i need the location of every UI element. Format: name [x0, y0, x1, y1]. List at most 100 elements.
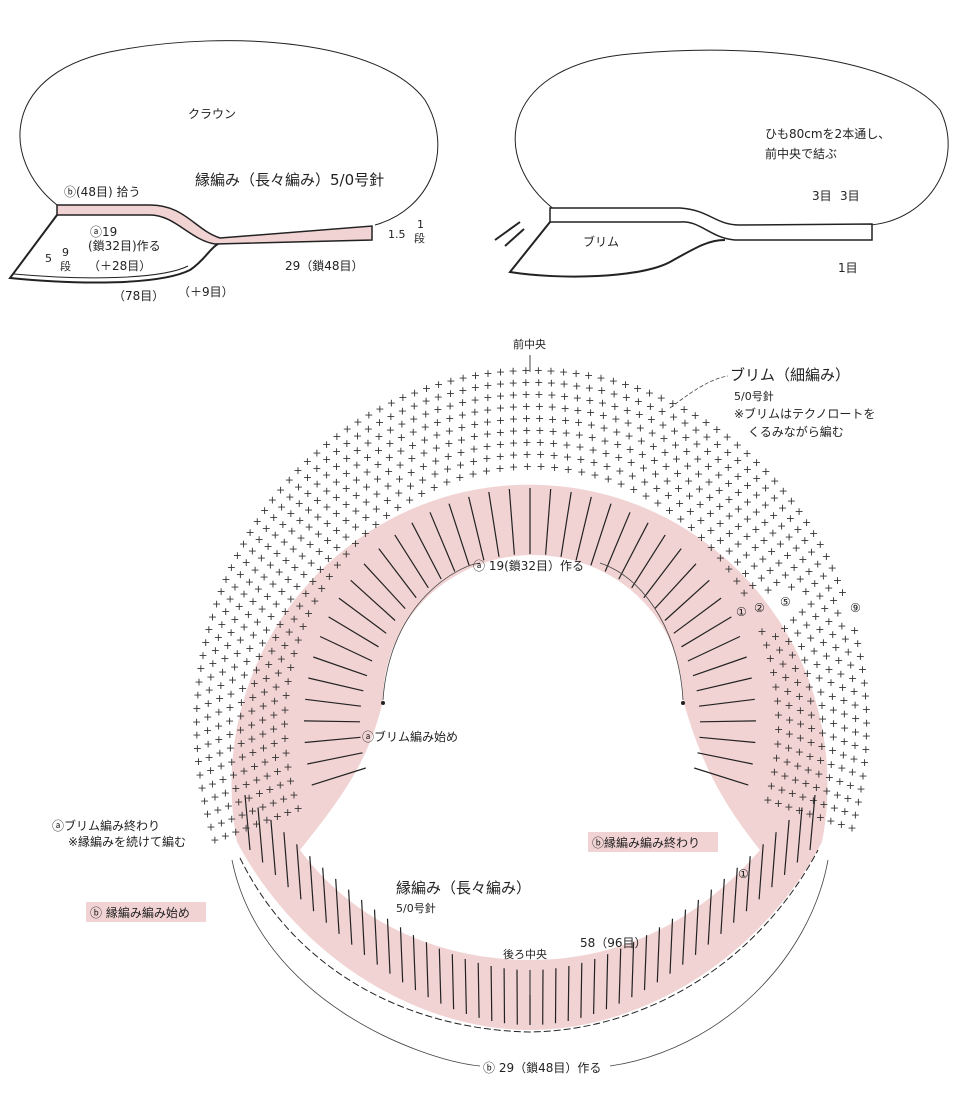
tr-stitch: [386, 918, 391, 974]
sc-stitch: +: [665, 504, 674, 517]
sc-stitch: +: [509, 437, 518, 450]
sc-stitch: +: [273, 810, 282, 823]
sc-stitch: +: [364, 423, 373, 436]
sc-stitch: +: [752, 489, 761, 502]
sc-stitch: +: [815, 623, 824, 636]
tr-stitch: [809, 794, 816, 851]
tr-stitch: [490, 965, 493, 1022]
sc-stitch: +: [788, 787, 797, 800]
sc-stitch: +: [225, 701, 234, 714]
sc-stitch: +: [840, 805, 849, 818]
sc-stitch: +: [600, 422, 609, 435]
stitch-chart: ++++++++++++++++++++++++++++++++++++++++…: [52, 337, 875, 1075]
sc-stitch: +: [421, 408, 430, 421]
sc-stitch: +: [773, 737, 782, 750]
sc-stitch: +: [434, 378, 443, 391]
sc-stitch: +: [706, 507, 715, 520]
brim-outline: [8, 214, 219, 284]
sc-stitch: +: [238, 809, 247, 822]
sc-stitch: +: [761, 465, 770, 478]
sc-stitch: +: [840, 735, 849, 748]
sc-stitch: +: [253, 616, 262, 629]
sc-stitch: +: [397, 418, 406, 431]
sc-stitch: +: [217, 618, 226, 631]
sc-stitch: +: [815, 590, 824, 603]
sc-stitch: +: [781, 568, 790, 581]
cord-end: [504, 228, 525, 247]
sc-stitch: +: [587, 419, 596, 432]
tr-stitch: [438, 948, 442, 1004]
sc-stitch: +: [285, 626, 294, 639]
sc-stitch: +: [214, 719, 223, 732]
sc-stitch: +: [325, 570, 334, 583]
sc-stitch: +: [826, 676, 835, 689]
sc-stitch: +: [763, 793, 772, 806]
sc-stitch: +: [840, 721, 849, 734]
sc-stitch: +: [647, 413, 656, 426]
sc-stitch: +: [215, 692, 224, 705]
sc-stitch: +: [741, 567, 750, 580]
sc-stitch: +: [622, 391, 631, 404]
sc-stitch: +: [217, 585, 226, 598]
sc-stitch: +: [430, 468, 439, 481]
sc-stitch: +: [341, 530, 350, 543]
sc-stitch: +: [816, 538, 825, 551]
sc-stitch: +: [246, 526, 255, 539]
sc-stitch: +: [249, 629, 258, 642]
sc-stitch: +: [733, 454, 742, 467]
sc-stitch: +: [695, 483, 704, 496]
sc-stitch: +: [417, 487, 426, 500]
chain-row: [239, 849, 819, 1033]
sc-stitch: +: [220, 652, 229, 665]
sc-stitch: +: [596, 372, 605, 385]
sc-stitch: +: [733, 470, 742, 483]
sc-stitch: +: [849, 752, 858, 765]
sc-stitch: +: [218, 773, 227, 786]
sc-stitch: +: [743, 447, 752, 460]
sc-stitch: +: [835, 775, 844, 788]
sc-stitch: +: [847, 822, 856, 835]
sc-stitch: +: [748, 579, 757, 592]
sc-stitch: +: [696, 498, 705, 511]
sc-stitch: +: [734, 503, 743, 516]
sc-stitch: +: [839, 748, 848, 761]
sc-stitch: +: [205, 684, 214, 697]
sc-stitch: +: [496, 390, 505, 403]
sc-stitch: +: [574, 416, 583, 429]
sc-stitch: +: [509, 449, 518, 462]
sc-stitch: +: [276, 779, 285, 792]
sc-stitch: +: [290, 647, 299, 660]
sc-stitch: +: [809, 527, 818, 540]
sc-stitch: +: [598, 397, 607, 410]
sc-stitch: +: [802, 516, 811, 529]
sc-stitch: +: [836, 667, 845, 680]
sc-stitch: +: [455, 471, 464, 484]
sc-stitch: +: [264, 540, 273, 553]
b-make-label: ⓑ 29（鎖48目）作る: [483, 1060, 601, 1075]
sc-stitch: +: [198, 649, 207, 662]
tr-stitch: [477, 962, 480, 1018]
sc-stitch: +: [611, 413, 620, 426]
tr-stitch: [631, 534, 666, 589]
sc-stitch: +: [575, 428, 584, 441]
sc-stitch: +: [861, 743, 870, 756]
sc-stitch: +: [826, 815, 835, 828]
sc-stitch: +: [332, 491, 341, 504]
sc-stitch: +: [750, 560, 759, 573]
tr-stitch: [699, 736, 756, 744]
sc-stitch: +: [483, 367, 492, 380]
sc-stitch: +: [734, 520, 743, 533]
sc-stitch: +: [236, 634, 245, 647]
sc-stitch: +: [277, 585, 286, 598]
b-edge-start-label: ⓑ 縁編み編み始め: [90, 905, 190, 920]
sc-stitch: +: [194, 755, 203, 768]
a-make-label: ⓐ 19(鎖32目）作る: [473, 558, 584, 573]
sc-stitch: +: [352, 459, 361, 472]
sc-stitch: +: [724, 493, 733, 506]
sc-stitch: +: [807, 598, 816, 611]
sc-stitch: +: [769, 666, 778, 679]
sc-stitch: +: [275, 566, 284, 579]
sc-stitch: +: [770, 474, 779, 487]
sc-stitch: +: [248, 805, 257, 818]
front-center-label: 前中央: [513, 337, 546, 351]
